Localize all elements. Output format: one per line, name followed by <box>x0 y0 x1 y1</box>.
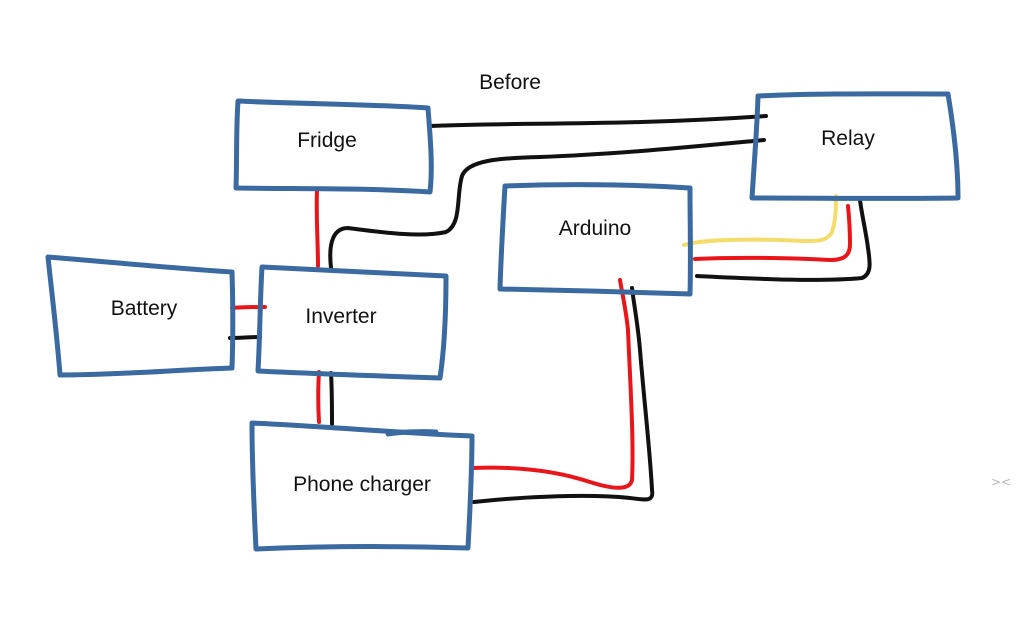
wire-arduino-relay-yellow <box>682 194 838 247</box>
wire-charger-arduino-black <box>472 286 655 504</box>
collapse-handle-icon[interactable]: >< <box>991 475 1011 489</box>
wire-inverter-charger-black <box>329 371 334 426</box>
relay-box <box>749 91 961 201</box>
label-arduino: Arduino <box>559 217 631 240</box>
label-relay: Relay <box>821 127 875 150</box>
wire-charger-arduino-red <box>470 278 635 490</box>
blocks <box>45 91 961 552</box>
phone-charger-box-scribble <box>385 429 439 437</box>
battery-box <box>45 254 236 378</box>
label-inverter: Inverter <box>305 305 376 328</box>
diagram-title: Before <box>479 71 541 94</box>
wire-arduino-relay-red <box>693 204 852 262</box>
phone-charger-box <box>249 420 475 552</box>
wire-fridge-inverter-red <box>314 188 320 268</box>
label-battery: Battery <box>111 297 178 320</box>
fridge-box <box>233 98 434 195</box>
wire-inverter-charger-red <box>316 370 321 424</box>
inverter-box <box>255 264 449 381</box>
wire-inverter-relay-black <box>328 138 766 270</box>
labels: Fridge Relay Arduino Battery Inverter Ph… <box>111 127 876 496</box>
arduino-box <box>497 182 693 297</box>
wire-fridge-relay-black <box>428 114 768 128</box>
wire-arduino-relay-black <box>695 198 872 282</box>
label-phone-charger: Phone charger <box>293 473 431 496</box>
label-fridge: Fridge <box>297 129 357 152</box>
